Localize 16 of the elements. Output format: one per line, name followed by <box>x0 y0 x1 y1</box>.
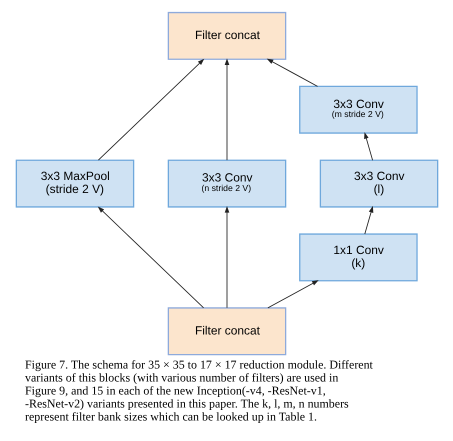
arrow <box>97 206 204 308</box>
caption: Figure 7. The schema for 35 × 35 to 17 × 17 reduction module. Different variants of this blocks (with various number of filters) are used in Figure 9, and 15 in each of the new Inception(-v4, -ResNet-v1, -ResNet-v2) variants presented in this paper. The k, l, m, n numbers represent filter bank sizes which can be looked up in Table 1. <box>24 358 372 424</box>
arrow <box>364 206 373 234</box>
node-box: 1x1 Conv (k) <box>298 233 418 282</box>
node-box: Filter concat <box>167 307 286 356</box>
arrow <box>224 58 229 161</box>
arrow <box>266 280 318 308</box>
arrow <box>97 58 204 161</box>
node-box: 3x3 Conv (l) <box>319 160 438 208</box>
node-box: 3x3 Conv (m stride 2 V) <box>298 86 418 134</box>
node-box: 3x3 MaxPool (stride 2 V) <box>15 160 134 208</box>
node-box: 3x3 Conv (n stride 2 V) <box>167 160 286 208</box>
arrow <box>266 58 318 87</box>
arrow <box>224 206 229 308</box>
node-box: Filter concat <box>167 12 286 60</box>
arrow <box>364 132 373 161</box>
